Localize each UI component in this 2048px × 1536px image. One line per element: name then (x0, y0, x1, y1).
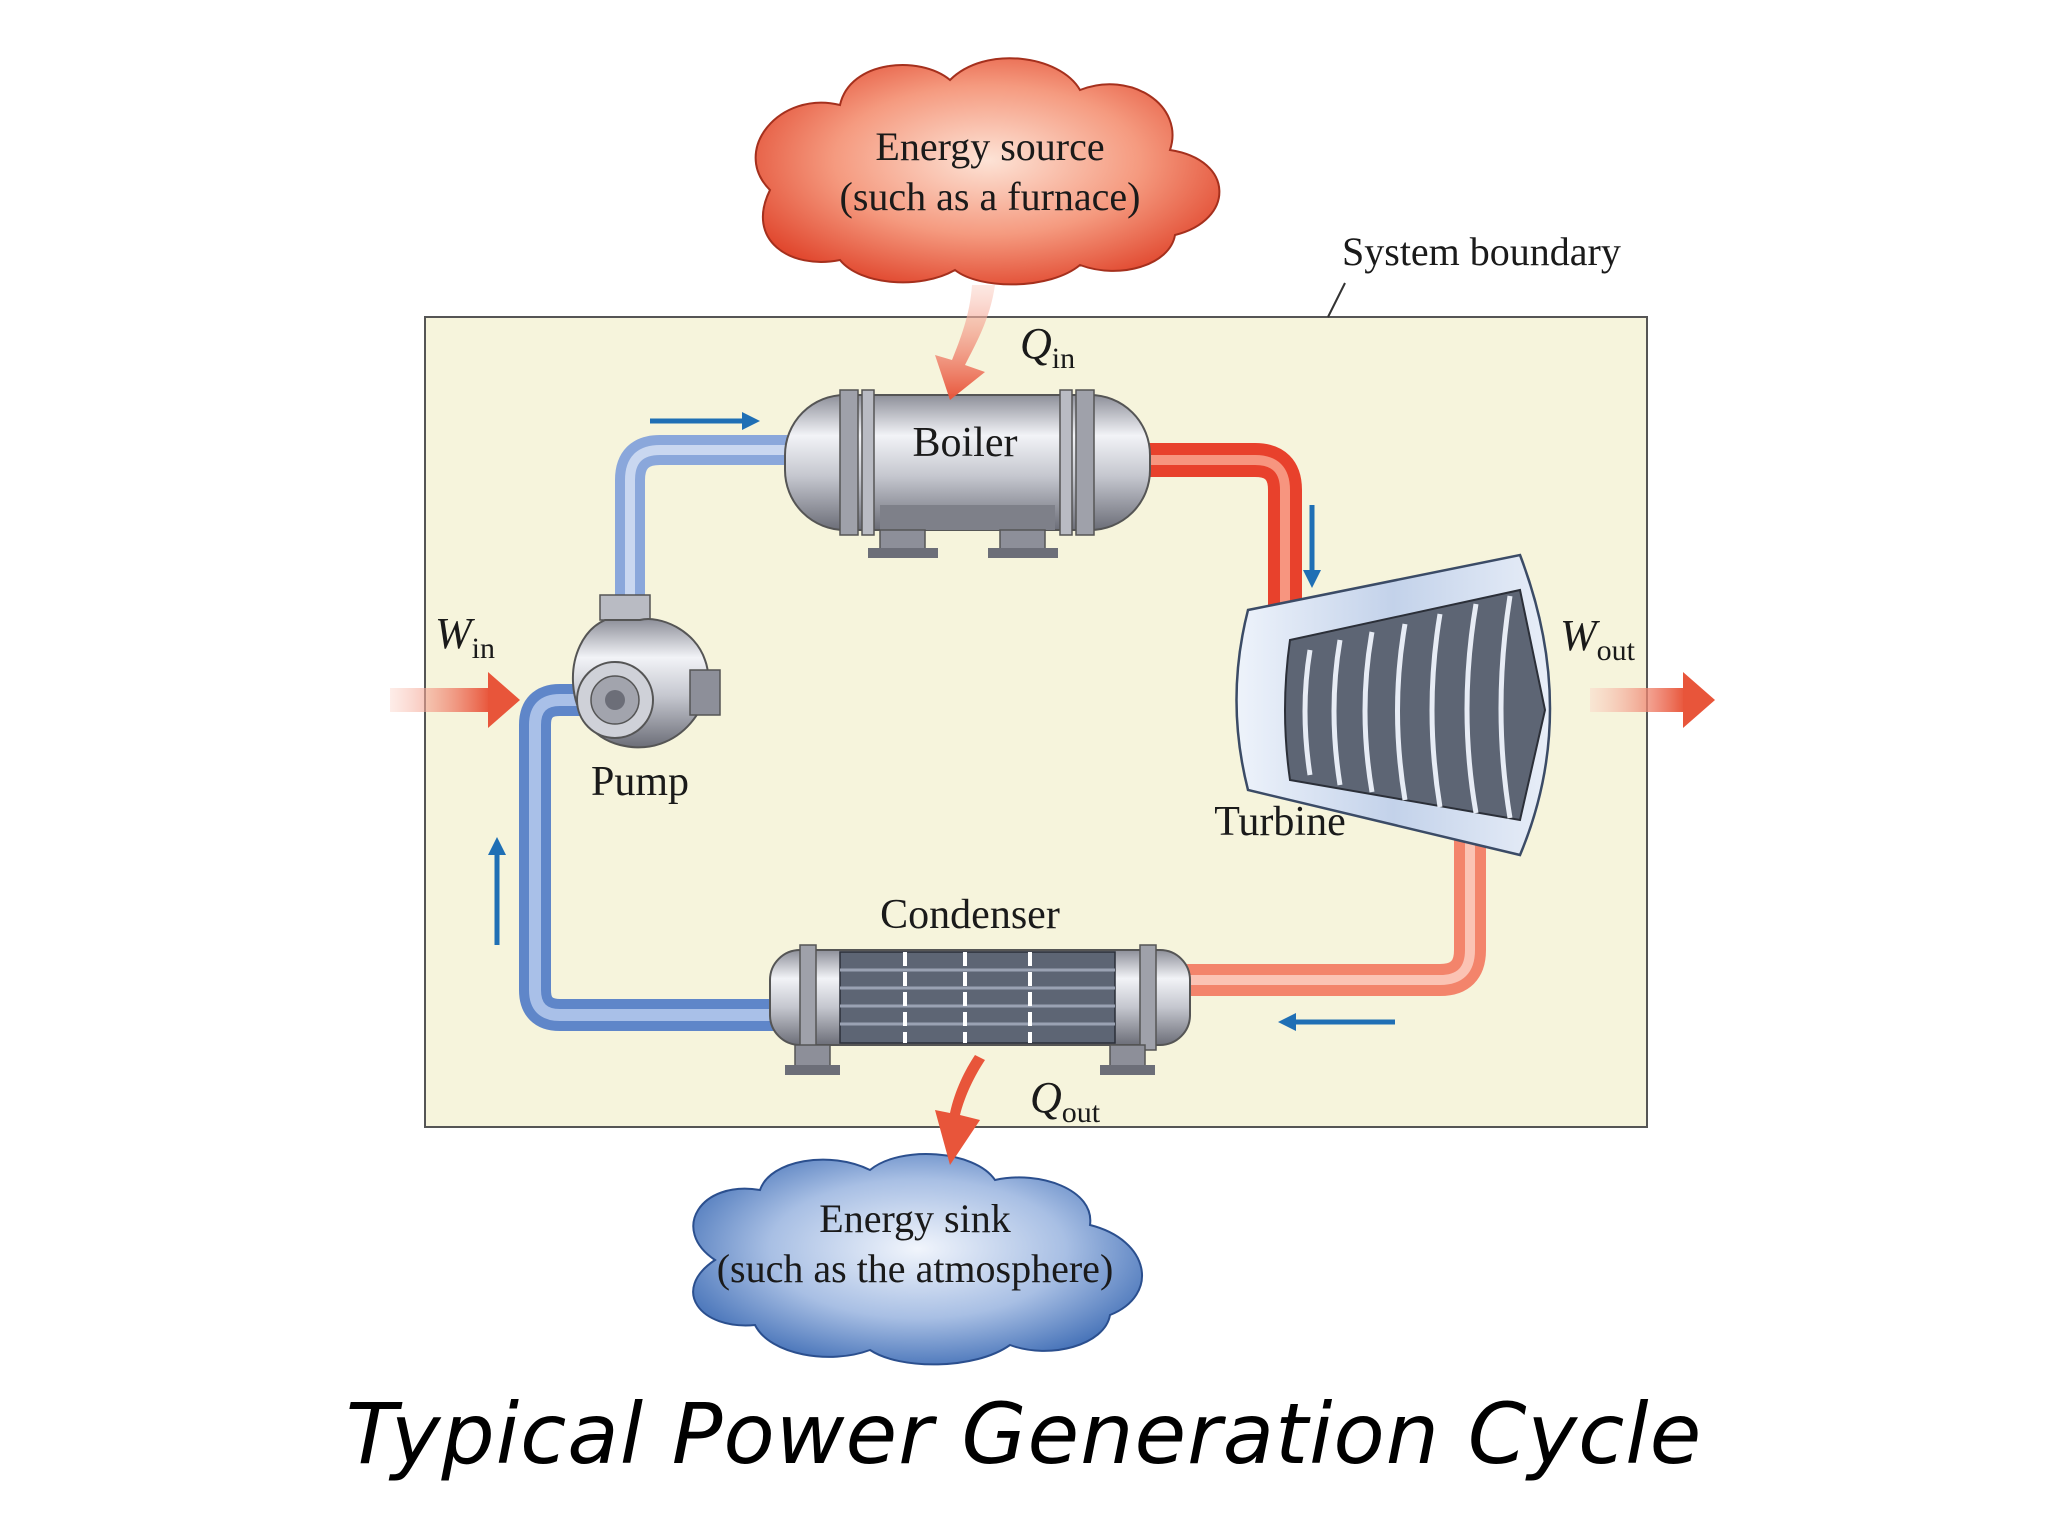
boiler: Boiler (784, 389, 1151, 558)
figure-caption: Typical Power Generation Cycle (345, 1385, 1703, 1483)
q-in-label: Qin (1020, 319, 1075, 375)
energy-sink-cloud: Energy sink (such as the atmosphere) (692, 1153, 1144, 1366)
q-out-arrow (935, 1055, 985, 1165)
w-in-label: Win (435, 609, 495, 665)
w-out-arrow (1590, 672, 1715, 728)
w-out-label: Wout (1560, 611, 1636, 667)
energy-source-line1: Energy source (875, 124, 1104, 169)
pump: Pump (571, 594, 721, 805)
system-boundary-label: System boundary (1342, 229, 1621, 274)
flow-arrows (488, 412, 1395, 1031)
piping (519, 435, 1486, 1031)
energy-source-line2: (such as a furnace) (840, 174, 1141, 219)
condenser: Condenser (769, 892, 1191, 1075)
energy-sink-line1: Energy sink (819, 1196, 1010, 1241)
system-boundary-leader (1327, 282, 1346, 318)
w-in-arrow (390, 672, 520, 728)
condenser-label: Condenser (880, 892, 1060, 938)
q-out-label: Qout (1030, 1073, 1101, 1129)
boiler-label: Boiler (913, 420, 1018, 466)
q-in-arrow (935, 285, 995, 400)
turbine: Turbine (1214, 553, 1552, 857)
energy-source-cloud: Energy source (such as a furnace) (754, 57, 1221, 286)
turbine-label: Turbine (1214, 799, 1345, 845)
pump-label: Pump (591, 759, 689, 805)
energy-sink-line2: (such as the atmosphere) (717, 1246, 1114, 1291)
